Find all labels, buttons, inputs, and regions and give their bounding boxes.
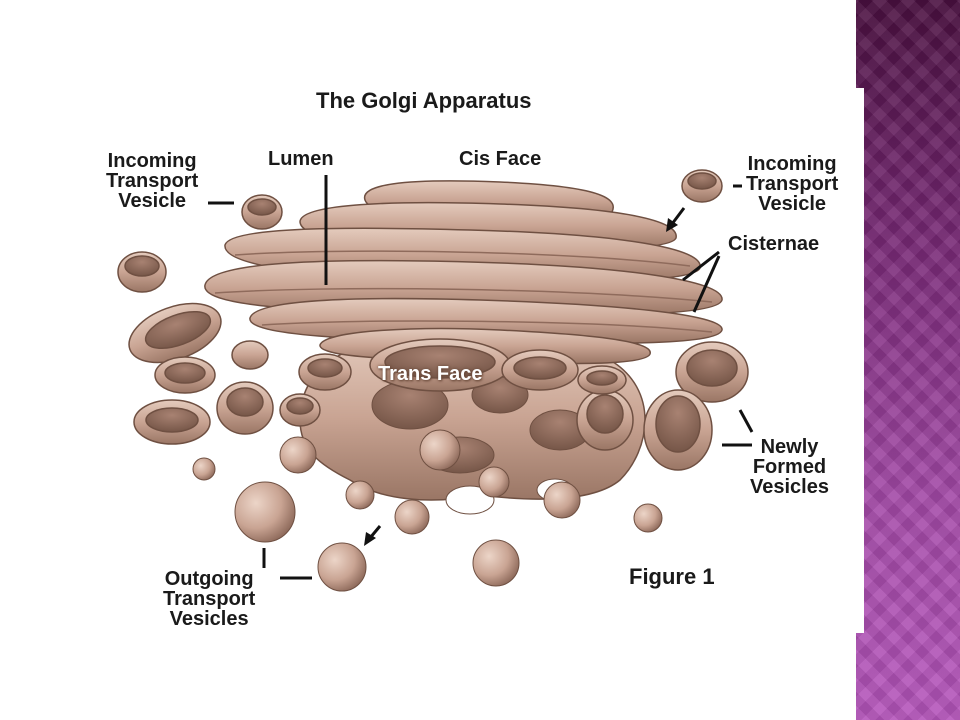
leader-lines <box>208 175 754 580</box>
trans-face-cups <box>369 338 579 392</box>
label-outgoing-vesicles: Outgoing Transport Vesicles <box>163 568 256 630</box>
label-cisternae: Cisternae <box>728 233 820 255</box>
label-incoming-vesicle-right: Incoming Transport Vesicle <box>746 153 839 215</box>
label-newly-formed-vesicles: Newly Formed Vesicles <box>750 436 829 498</box>
spherical-vesicles <box>192 429 663 592</box>
diagram-title: The Golgi Apparatus <box>316 88 532 113</box>
arrows <box>364 207 686 546</box>
label-trans-face: Trans Face <box>378 363 483 385</box>
cisternae-stack <box>204 180 723 365</box>
figure-label: Figure 1 <box>629 564 715 589</box>
label-incoming-vesicle-left: Incoming Transport Vesicle <box>106 150 199 212</box>
label-lumen: Lumen <box>268 148 334 170</box>
label-cis-face: Cis Face <box>459 148 542 170</box>
right-vesicles <box>576 169 749 471</box>
side-band-notch <box>856 88 864 633</box>
decorative-side-band <box>856 0 960 720</box>
left-vesicles <box>117 194 352 445</box>
